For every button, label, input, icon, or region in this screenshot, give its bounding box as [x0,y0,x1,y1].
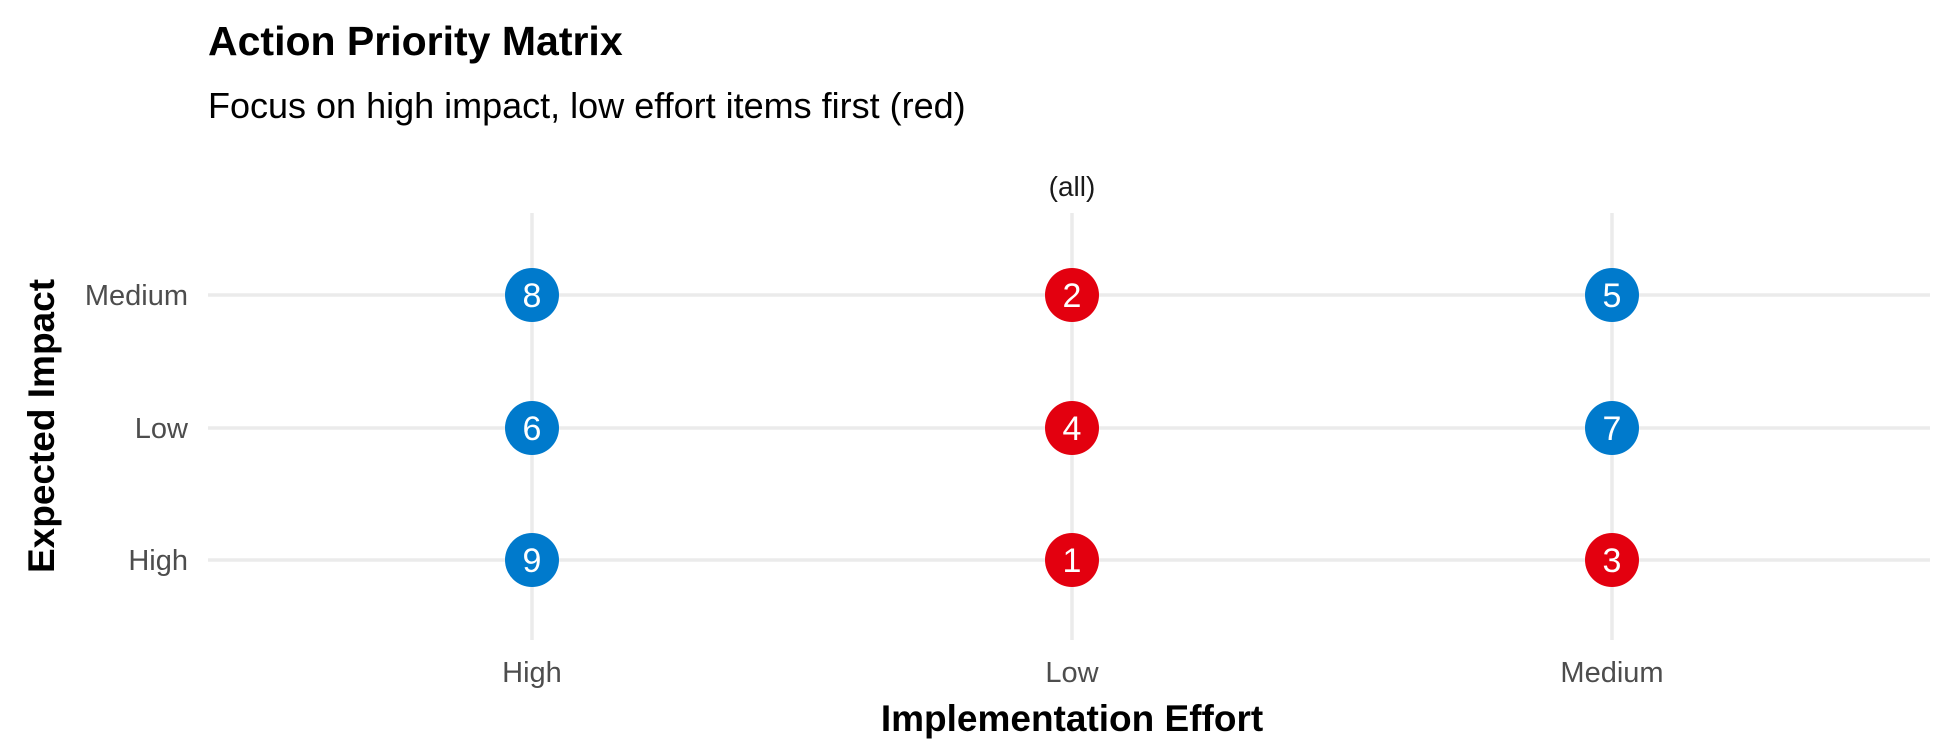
data-points: 1 2 3 4 5 6 7 8 9 [505,268,1639,587]
facet-label: (all) [1049,171,1096,202]
data-point-label: 3 [1603,542,1622,580]
data-point-label: 6 [523,410,542,448]
y-axis-ticks: High Low Medium [85,280,189,577]
data-point [1585,533,1639,587]
data-point-label: 2 [1063,277,1082,315]
data-point-label: 5 [1603,277,1622,315]
x-tick-label: Medium [1560,657,1663,689]
data-point [1585,401,1639,455]
x-tick-label: Low [1045,657,1099,689]
data-point-label: 1 [1063,542,1082,580]
data-point-label: 9 [523,542,542,580]
data-point [1045,268,1099,322]
data-point [1585,268,1639,322]
chart-title: Action Priority Matrix [208,18,623,64]
x-tick-label: High [502,657,562,689]
data-point [505,401,559,455]
data-point [505,533,559,587]
y-tick-label: Low [135,413,189,445]
chart-subtitle: Focus on high impact, low effort items f… [208,85,966,126]
data-point [505,268,559,322]
y-tick-label: Medium [85,280,188,312]
y-axis-title: Expected Impact [21,279,62,573]
data-point-label: 4 [1063,410,1082,448]
data-point [1045,533,1099,587]
x-axis-ticks: High Low Medium [502,657,1663,689]
y-tick-label: High [128,545,188,577]
x-axis-title: Implementation Effort [881,698,1263,739]
data-point-label: 8 [523,277,542,315]
data-point [1045,401,1099,455]
data-point-label: 7 [1603,410,1622,448]
